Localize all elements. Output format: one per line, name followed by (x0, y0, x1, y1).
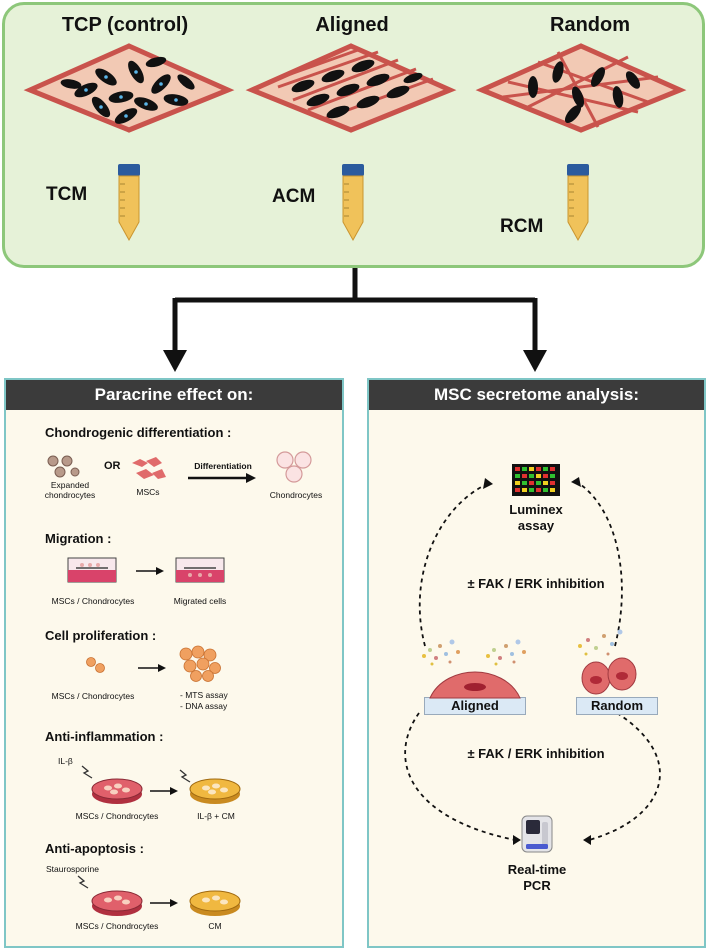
luminex-array-icon (512, 464, 560, 496)
aligned-cell-icon (429, 671, 521, 699)
luminex-label-line1: Luminex (509, 502, 563, 517)
apoptosis-source-label: MSCs / Chondrocytes (75, 921, 159, 931)
expanded-chondrocytes-icon (47, 455, 80, 478)
dish-icon-cm (189, 890, 241, 916)
dish-icon-inflamed (91, 778, 143, 804)
label-acm: ACM (272, 186, 316, 207)
split-arrows (163, 268, 547, 372)
cm-label: CM (208, 921, 222, 931)
proliferation-heading: Cell proliferation : (45, 628, 157, 643)
apoptosis-heading: Anti-apoptosis : (45, 841, 144, 856)
pcr-label-line1: Real-time (507, 862, 567, 877)
chondro-heading: Chondrogenic differentiation : (45, 425, 232, 440)
mscs-label: MSCs (136, 487, 160, 497)
aligned-label: Aligned (451, 698, 499, 713)
lightning-icon (81, 765, 93, 779)
proliferation-source-label: MSCs / Chondrocytes (51, 691, 135, 701)
chondrocytes-icon (276, 451, 312, 483)
lightning-icon (179, 769, 191, 783)
secreted-factors-icon (422, 639, 526, 666)
mts-assay-label: - MTS assay (180, 690, 228, 700)
inhibition-top-label: ± FAK / ERK inhibition (467, 576, 605, 591)
flow-arrows (404, 477, 661, 845)
il-beta-cm-label: IL-β + CM (197, 811, 235, 821)
migration-arrow (136, 567, 164, 575)
il-beta-label: IL-β (58, 756, 73, 766)
dish-icon-treated (189, 778, 241, 804)
column-title-random: Random (550, 14, 630, 36)
label-tcm: TCM (46, 184, 88, 205)
scaffold-tcp (23, 43, 235, 133)
label-rcm: RCM (500, 216, 544, 237)
scaffold-aligned (245, 43, 457, 133)
lightning-icon (77, 875, 89, 889)
tube-icon-acm (342, 164, 364, 242)
or-label: OR (104, 460, 121, 472)
scaffold-random (475, 43, 687, 133)
many-cells-icon (179, 645, 221, 682)
random-cells-icon (581, 657, 637, 695)
column-title-tcp: TCP (control) (61, 14, 189, 36)
pcr-label-line2: PCR (523, 878, 551, 893)
migrated-cells-label: Migrated cells (173, 596, 227, 606)
transwell-icon-before (67, 557, 117, 583)
few-cells-icon (86, 657, 105, 673)
chondrocytes-label: Chondrocytes (269, 490, 323, 500)
pcr-machine-icon (521, 815, 553, 853)
random-label: Random (591, 698, 643, 713)
dna-assay-label: - DNA assay (180, 701, 228, 711)
migration-heading: Migration : (45, 531, 112, 546)
inhibition-bottom-label: ± FAK / ERK inhibition (467, 746, 605, 761)
column-title-aligned: Aligned (315, 14, 389, 36)
secreted-factors-icon (578, 629, 623, 656)
transwell-icon-after (175, 557, 225, 583)
inflammation-arrow (150, 787, 178, 795)
inflammation-source-label: MSCs / Chondrocytes (75, 811, 159, 821)
msc-cells-icon (132, 457, 166, 479)
migration-source-label: MSCs / Chondrocytes (51, 596, 135, 606)
tube-icon-tcm (118, 164, 140, 242)
proliferation-arrow (138, 664, 166, 672)
differentiation-arrow (188, 473, 256, 483)
expanded-chondrocytes-label: Expanded chondrocytes (44, 480, 96, 500)
staurosporine-label: Staurosporine (46, 864, 99, 874)
paracrine-panel-title: Paracrine effect on: (6, 380, 342, 410)
secretome-panel-title: MSC secretome analysis: (369, 380, 704, 410)
inflammation-heading: Anti-inflammation : (45, 729, 164, 744)
random-substrate (576, 697, 658, 715)
tube-icon-rcm (567, 164, 589, 242)
luminex-label-line2: assay (517, 518, 555, 533)
dish-icon-stressed (91, 890, 143, 916)
apoptosis-arrow (150, 899, 178, 907)
differentiation-label: Differentiation (194, 461, 252, 471)
